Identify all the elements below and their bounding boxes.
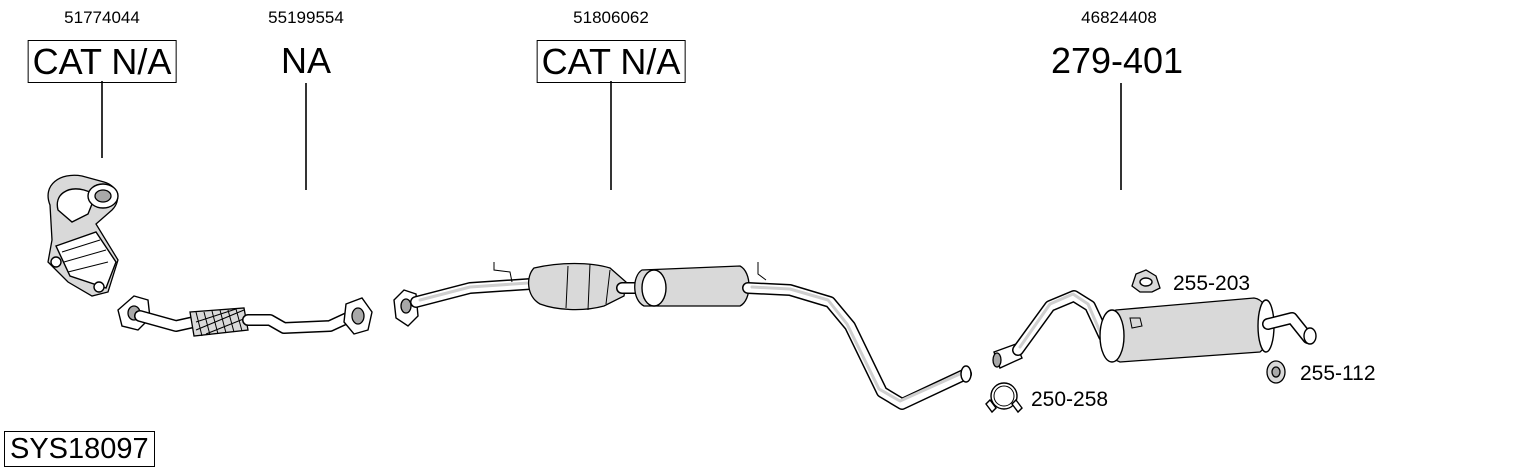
front-pipe-part-2[interactable]: [117, 295, 373, 337]
rubber-ring-icon[interactable]: [1266, 360, 1286, 384]
oem-number-part-3: 51806062: [573, 8, 649, 27]
accessory-code-ring[interactable]: 255-112: [1300, 362, 1376, 385]
accessory-code-hanger[interactable]: 255-203: [1173, 272, 1251, 295]
middle-pipe-part-3[interactable]: [393, 262, 972, 410]
part-label-2[interactable]: NA: [280, 40, 332, 81]
part-label-1[interactable]: CAT N/A: [27, 40, 177, 83]
part-label-4[interactable]: 279-401: [1050, 40, 1184, 81]
pipe-clamp-icon[interactable]: [985, 382, 1023, 414]
system-id-label: SYS18097: [4, 431, 155, 467]
oem-number-part-2: 55199554: [268, 8, 344, 27]
rear-silencer-part-4[interactable]: [992, 290, 1317, 369]
oem-number-part-1: 51774044: [64, 8, 140, 27]
rubber-hanger-icon[interactable]: [1131, 269, 1161, 293]
oem-number-part-4: 46824408: [1081, 8, 1157, 27]
part-label-3[interactable]: CAT N/A: [536, 40, 686, 83]
catalytic-converter-part-1[interactable]: [47, 174, 119, 297]
accessory-code-clamp[interactable]: 250-258: [1031, 388, 1109, 411]
